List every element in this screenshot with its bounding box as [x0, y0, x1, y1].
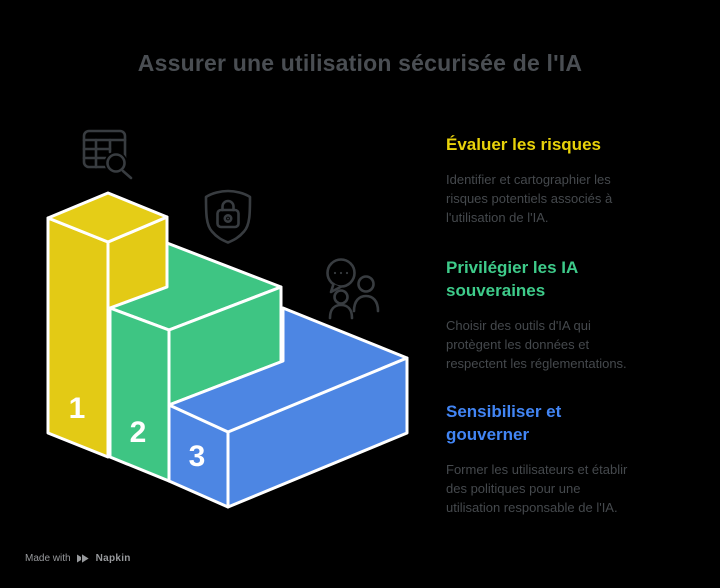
- step3-right-face: [226, 356, 409, 509]
- step2-number: 2: [130, 416, 147, 449]
- magnifier-handle: [121, 169, 133, 180]
- chat-bubble-tail: [329, 282, 342, 294]
- step3-description-line: utilisation responsable de l'IA.: [446, 500, 618, 515]
- napkin-logo-icon: [76, 552, 91, 565]
- step2-description-line: respectent les réglementations.: [446, 356, 627, 371]
- step1-description-line: l'utilisation de l'IA.: [446, 210, 549, 225]
- staircase-steps: [46, 191, 409, 509]
- step1-heading-line: Évaluer les risques: [446, 135, 601, 154]
- lock-keyhole: [223, 214, 233, 224]
- step1-description: Identifier et cartographier les risques …: [446, 170, 691, 227]
- step2-heading-line: Privilégier les IA: [446, 258, 579, 277]
- step3-heading: Sensibiliser et gouverner: [446, 400, 691, 446]
- lock-body: [216, 208, 240, 229]
- people-chat-icon: [326, 258, 380, 320]
- step3-number: 3: [189, 440, 206, 473]
- chat-dot-2: [339, 271, 343, 275]
- step3-heading-line: Sensibiliser et: [446, 402, 562, 421]
- step1-description-line: Identifier et cartographier les: [446, 172, 611, 187]
- step3-heading-line: gouverner: [446, 425, 530, 444]
- step3-section: Sensibiliser et gouverner Former les uti…: [446, 400, 691, 517]
- person-right-body: [352, 294, 380, 313]
- chat-dot-3: [345, 271, 349, 275]
- step1-section: Évaluer les risques Identifier et cartog…: [446, 133, 691, 227]
- step2-heading-line: souveraines: [446, 281, 546, 300]
- step1-description-line: risques potentiels associés à: [446, 191, 613, 206]
- step2-description: Choisir des outils d'IA qui protègent le…: [446, 316, 691, 373]
- step2-section: Privilégier les IA souveraines Choisir d…: [446, 256, 691, 373]
- chat-dot-1: [333, 271, 337, 275]
- lock-keyhole-dot: [227, 217, 229, 220]
- step2-front-face: [108, 306, 171, 483]
- step1-heading: Évaluer les risques: [446, 133, 691, 156]
- step2-description-line: Choisir des outils d'IA qui: [446, 318, 591, 333]
- lock-shackle: [221, 199, 235, 212]
- magnifier-lens: [106, 153, 126, 173]
- step3-description: Former les utilisateurs et établir des p…: [446, 460, 691, 517]
- made-with-label: Made with: [25, 553, 71, 564]
- step1-top-face: [46, 191, 169, 244]
- person-left-body: [328, 303, 354, 320]
- table-search-icon: [82, 129, 133, 180]
- shield-outline: [204, 189, 252, 244]
- made-with-napkin-footer: Made with Napkin: [25, 552, 131, 565]
- page-title: Assurer une utilisation sécurisée de l'I…: [137, 50, 583, 76]
- step3-description-line: des politiques pour une: [446, 481, 581, 496]
- step3-description-line: Former les utilisateurs et établir: [446, 462, 628, 477]
- step2-heading: Privilégier les IA souveraines: [446, 256, 691, 302]
- step2-description-line: protègent les données et: [446, 337, 590, 352]
- napkin-brand-label: Napkin: [95, 553, 131, 564]
- person-left-head: [333, 289, 349, 305]
- shield-lock-icon: [204, 189, 252, 244]
- step1-number: 1: [69, 392, 86, 425]
- person-right-head: [357, 275, 375, 293]
